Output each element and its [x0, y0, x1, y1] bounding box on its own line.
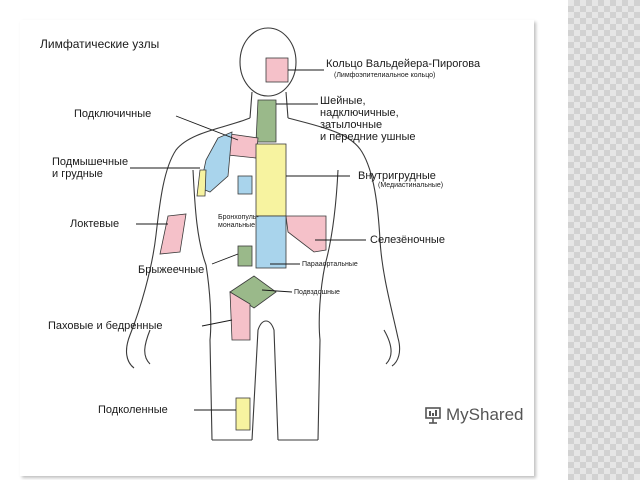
label-inguinal: Паховые и бедренные — [48, 320, 163, 332]
label-bronchopulmonary: Бронхопуль- мональные — [218, 214, 259, 229]
label-waldeyer-sub: (Лимфоэпителиальное кольцо) — [334, 72, 436, 79]
label-splenic: Селезёночные — [370, 234, 445, 246]
left-arm-outer — [125, 117, 251, 369]
label-axillary: Подмышечные и грудные — [52, 156, 129, 180]
axillary-region — [199, 131, 233, 193]
bronchopulmonary-region — [237, 175, 253, 195]
left-torso-side — [192, 169, 213, 441]
presentation-icon — [424, 406, 442, 424]
inner-legs — [251, 320, 279, 441]
page-title: Лимфатические узлы — [40, 37, 160, 51]
head-outline — [239, 27, 297, 97]
decorative-edge-pattern — [568, 0, 640, 480]
cervical-region — [255, 99, 277, 143]
myshared-logo: MyShared — [424, 404, 523, 426]
leader-inguinal — [201, 319, 233, 327]
label-subclavian: Подключичные — [74, 108, 152, 120]
right-arm-outer — [287, 117, 401, 367]
cubital-region — [159, 213, 187, 255]
splenic-region — [285, 215, 327, 253]
logo-text: MyShared — [446, 405, 524, 424]
leader-iliac — [261, 289, 293, 293]
label-cervical: Шейные, надключичные, затылочные и перед… — [320, 95, 416, 143]
label-waldeyer: Кольцо Вальдейера-Пирогова — [326, 58, 481, 70]
label-intrathoracic: Внутригрудные — [358, 170, 436, 182]
neck-outline — [249, 91, 289, 119]
label-intrathoracic-sub: (Медиастинальные) — [378, 182, 444, 189]
right-torso-side — [317, 169, 339, 441]
popliteal-region — [235, 397, 251, 431]
axillary-small-region — [196, 169, 207, 197]
waldeyer-region — [265, 57, 289, 83]
inguinal-region — [229, 291, 251, 341]
label-cubital: Локтевые — [70, 218, 120, 230]
label-paraaortic: Парааортальные — [302, 261, 358, 268]
mesenteric-region — [237, 245, 253, 267]
hands — [144, 329, 392, 365]
paraaortic-region — [255, 215, 287, 269]
label-iliac: Подвздошные — [294, 289, 340, 296]
label-popliteal: Подколенные — [98, 404, 168, 416]
label-mesenteric: Брыжеечные — [138, 264, 205, 276]
intrathoracic-region — [255, 143, 287, 217]
leader-subclavian — [175, 115, 239, 141]
leader-mesenteric — [211, 253, 239, 265]
